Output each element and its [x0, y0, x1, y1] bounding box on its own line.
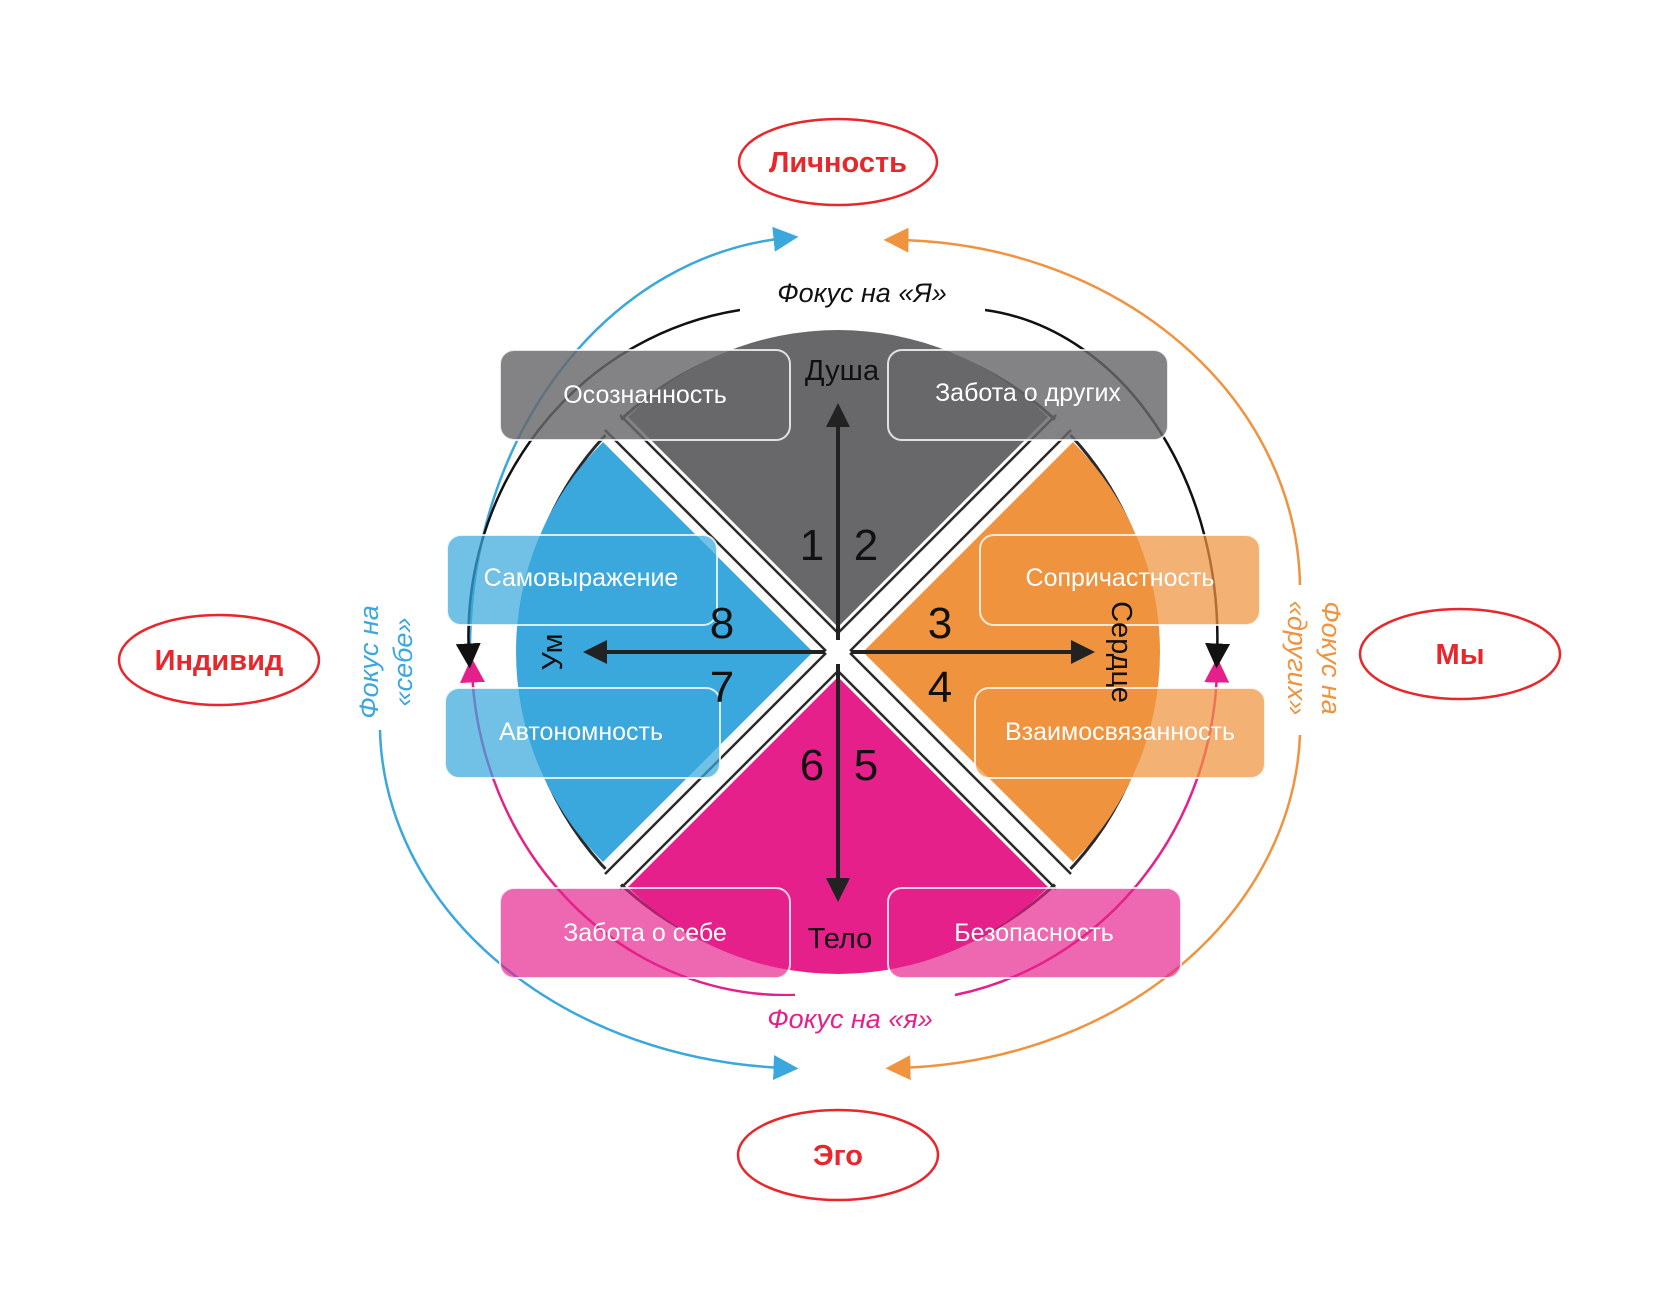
number-1: 1	[800, 521, 824, 570]
pill-self-care	[499, 887, 791, 979]
direction-bottom-label: Тело	[808, 923, 873, 955]
number-8: 8	[710, 599, 734, 648]
pill-care-others-label: Забота о других	[935, 379, 1121, 407]
oval-left: Индивид	[117, 613, 321, 707]
sector-numbers: 1 2 3 4 5 6 7 8	[710, 521, 952, 790]
focus-right: Фокус на «других»	[1268, 585, 1346, 735]
pill-self-care-label: Забота о себе	[563, 919, 727, 947]
direction-left-label: Ум	[537, 633, 569, 670]
direction-right-label: Сердце	[1105, 601, 1137, 703]
focus-right-line1: Фокус на	[1316, 601, 1346, 715]
pill-belonging-label: Сопричастность	[1026, 564, 1215, 592]
oval-right: Мы	[1358, 607, 1562, 701]
axis-arrows	[583, 403, 1095, 902]
focus-bottom-label: Фокус на «я»	[767, 1004, 933, 1034]
focus-left-line2: «себе»	[388, 618, 418, 707]
pill-awareness-label: Осознанность	[563, 381, 727, 409]
pill-autonomy-label: Автономность	[499, 718, 663, 746]
number-6: 6	[800, 741, 824, 790]
focus-right-line2: «других»	[1282, 601, 1312, 715]
dividers	[587, 401, 1089, 903]
focus-left-line1: Фокус на	[354, 605, 384, 719]
focus-left: Фокус на «себе»	[348, 590, 420, 730]
direction-top-label: Душа	[805, 355, 880, 387]
pill-safety	[887, 887, 1182, 979]
oval-top-label: Личность	[769, 147, 907, 179]
pill-safety-label: Безопасность	[954, 919, 1113, 947]
pill-labels: Осознанность Забота о других Самовыражен…	[484, 379, 1235, 947]
focus-top-label: Фокус на «Я»	[777, 278, 947, 308]
pill-interconnection	[974, 687, 1266, 779]
pill-interconnection-label: Взаимосвязанность	[1005, 718, 1235, 746]
number-7: 7	[710, 663, 734, 712]
number-3: 3	[928, 599, 952, 648]
number-2: 2	[854, 521, 878, 570]
pill-awareness	[499, 349, 791, 441]
oval-bottom-label: Эго	[813, 1140, 863, 1172]
focus-bottom: Фокус на «я»	[745, 996, 955, 1040]
number-4: 4	[928, 663, 952, 712]
oval-left-label: Индивид	[155, 645, 284, 677]
orange-arc-top	[883, 227, 1302, 591]
focus-top: Фокус на «Я»	[740, 272, 985, 314]
pill-self-expression-label: Самовыражение	[484, 564, 679, 592]
pill-belonging	[979, 534, 1261, 626]
number-5: 5	[854, 741, 878, 790]
pill-autonomy	[444, 687, 721, 779]
pill-care-others	[887, 349, 1169, 441]
pill-self-expression	[446, 534, 718, 626]
oval-right-label: Мы	[1436, 639, 1485, 671]
oval-bottom: Эго	[736, 1108, 940, 1202]
oval-top: Личность	[737, 117, 939, 207]
pills	[444, 349, 1266, 979]
